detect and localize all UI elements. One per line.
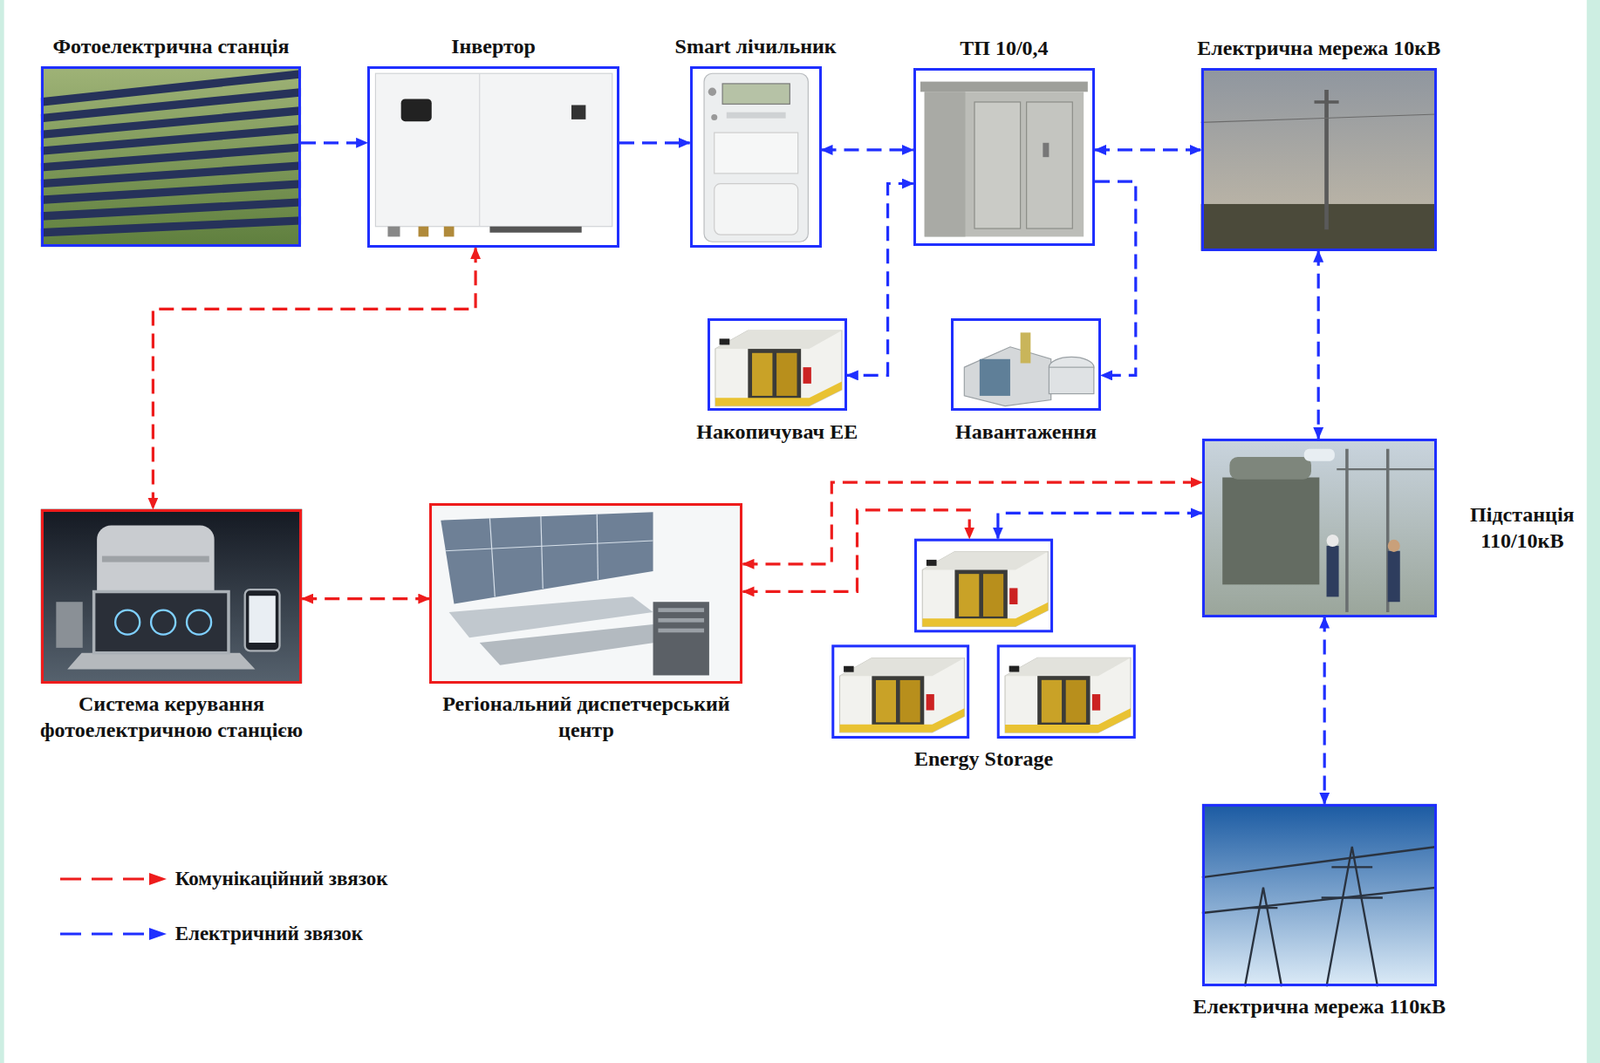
dispatch-center-illustration (429, 503, 743, 684)
image-box: Система керування фотоелектричною станці… (41, 509, 302, 684)
image-box: Регіональний диспетчерський центр (429, 503, 743, 684)
communication-link (152, 247, 476, 509)
node-label: Електрична мережа 10кВ (1191, 34, 1447, 62)
image-box: Електрична мережа 110кВ (1202, 804, 1437, 987)
communication-link (301, 597, 430, 601)
substation-photo (1202, 438, 1437, 618)
node-label: Регіональний диспетчерський центр (437, 690, 734, 744)
node-label: Система керування фотоелектричною станці… (34, 690, 310, 744)
solar-photo (41, 66, 307, 247)
node-label: Фотоелектрична станція (0, 33, 345, 60)
electric-link (300, 141, 368, 144)
node-label: Smart лічильник (628, 33, 883, 60)
legend-sample (58, 921, 171, 948)
kiosk-photo (913, 68, 1095, 247)
image-box: Інвертор (367, 66, 620, 248)
image-box: Електрична мережа 10кВ (1201, 68, 1437, 251)
node-label: Energy Storage (830, 745, 1137, 773)
legend-row: Комунікаційний звязок (58, 866, 582, 893)
legend-sample (58, 866, 171, 893)
image-box: Накопичувач ЕЕ (707, 318, 848, 411)
electric-link (998, 512, 1203, 539)
image-box: Smart лічильник (690, 66, 822, 248)
image-box: Energy Storage (831, 539, 1136, 739)
node-label: Інвертор (365, 33, 621, 60)
image-box: Підстанція 110/10кВ (1202, 438, 1437, 618)
electric-link (847, 184, 914, 377)
grid-10kv-photo (1201, 68, 1437, 251)
grid-110kv-photo (1202, 804, 1437, 987)
inverter-photo (367, 66, 620, 248)
communication-link (743, 510, 971, 593)
legend-row: Електричний звязок (58, 921, 582, 948)
node-label: ТП 10/0,4 (891, 34, 1116, 62)
legend-text: Електричний звязок (175, 921, 363, 948)
electric-link (1317, 251, 1320, 439)
node-label: Накопичувач ЕЕ (659, 418, 895, 445)
meter-photo (690, 66, 822, 248)
image-box: Фотоелектрична станція (41, 66, 301, 247)
electric-link (821, 148, 914, 151)
control-system-photo (41, 509, 302, 684)
communication-link (743, 482, 1203, 565)
image-box: Навантаження (950, 318, 1101, 411)
electric-link (1323, 617, 1327, 805)
load-illustration (950, 318, 1101, 411)
legend-text: Комунікаційний звязок (175, 866, 389, 893)
image-box: ТП 10/0,4 (913, 68, 1095, 247)
node-label: Електрична мережа 110кВ (1181, 993, 1457, 1020)
node-label: Навантаження (909, 418, 1144, 445)
electric-link (619, 141, 691, 144)
node-label: Підстанція 110/10кВ (1448, 501, 1597, 554)
electric-link (1094, 148, 1202, 151)
